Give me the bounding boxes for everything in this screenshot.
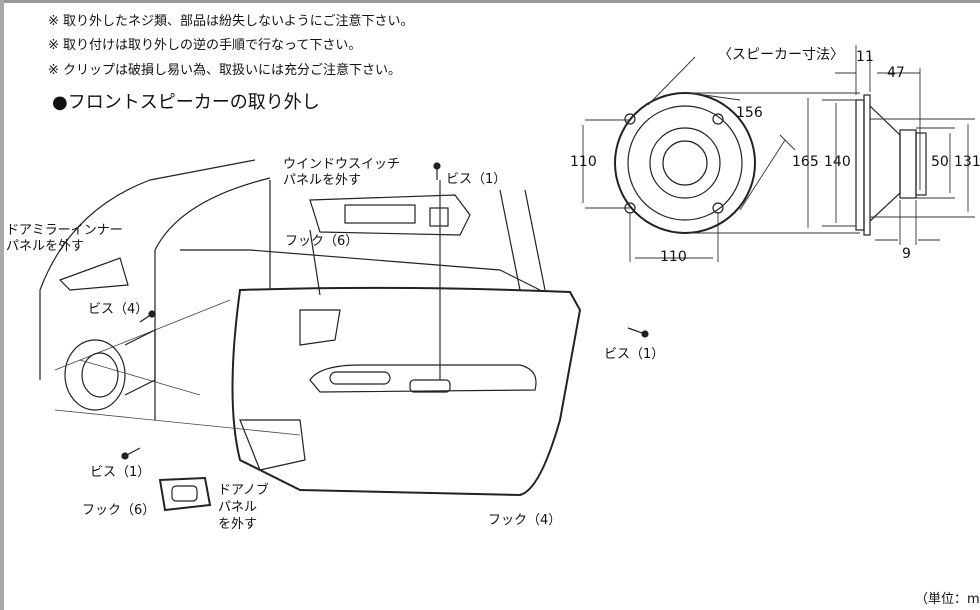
- dim-131: 131: [954, 154, 980, 170]
- label-mirror-inner-line1: ドアミラーインナー: [6, 223, 123, 238]
- dim-110-vertical: 110: [570, 154, 597, 170]
- note-1: ※ 取り外したネジ類、部品は紛失しないようにご注意下さい。: [48, 14, 414, 29]
- car-body-outline: [39, 159, 256, 380]
- screw-icons: [121, 162, 649, 460]
- dimension-lines: [582, 45, 975, 262]
- label-mirror-inner-line2: パネルを外す: [6, 239, 85, 254]
- dim-140: 140: [824, 154, 851, 170]
- note-2: ※ 取り付けは取り外しの逆の手順で行なって下さい。: [48, 38, 362, 53]
- dim-165: 165: [792, 154, 819, 170]
- armrest: [309, 364, 537, 393]
- label-knob-panel-line2: パネル: [218, 500, 258, 515]
- mirror-inner-panel: [58, 257, 129, 291]
- speaker-side-view: [855, 94, 927, 236]
- unit-note: （単位：m: [915, 592, 980, 607]
- section-heading: ●フロントスピーカーの取り外し: [52, 92, 320, 113]
- window-frame-top: [0, 0, 980, 3]
- speaker-front-view: [614, 92, 756, 234]
- window-switch-panel: [309, 194, 471, 236]
- door-knob-panel: [158, 476, 212, 512]
- note-3: ※ クリップは破損し易い為、取扱いには充分ご注意下さい。: [48, 63, 402, 78]
- dim-156: 156: [736, 105, 763, 121]
- label-hook-6-top: フック（6）: [285, 234, 359, 249]
- window-frame-left: [0, 0, 4, 610]
- label-knob-panel-line3: を外す: [218, 517, 258, 532]
- label-hook-4: フック（4）: [488, 513, 562, 528]
- label-screw-bottom: ビス（1）: [90, 465, 151, 480]
- label-screw-top: ビス（1）: [446, 172, 507, 187]
- dim-47: 47: [887, 65, 905, 81]
- inner-handle: [299, 309, 341, 346]
- label-screw-right: ビス（1）: [604, 347, 665, 362]
- label-hook-6-bottom: フック（6）: [82, 503, 156, 518]
- dim-50: 50: [931, 154, 949, 170]
- door-pocket: [239, 419, 306, 471]
- dim-110-horizontal: 110: [660, 249, 687, 265]
- label-window-switch-line1: ウインドウスイッチ: [283, 157, 401, 172]
- label-knob-panel-line1: ドアノブ: [218, 483, 269, 498]
- dim-11: 11: [856, 49, 874, 65]
- dim-9: 9: [902, 246, 911, 262]
- label-window-switch-line2: パネルを外す: [283, 173, 362, 188]
- label-screw-4: ビス（4）: [88, 302, 149, 317]
- door-trim-panel: [231, 286, 582, 497]
- door-speaker: [64, 339, 126, 411]
- speaker-dimensions-title: 〈スピーカー寸法〉: [718, 47, 844, 63]
